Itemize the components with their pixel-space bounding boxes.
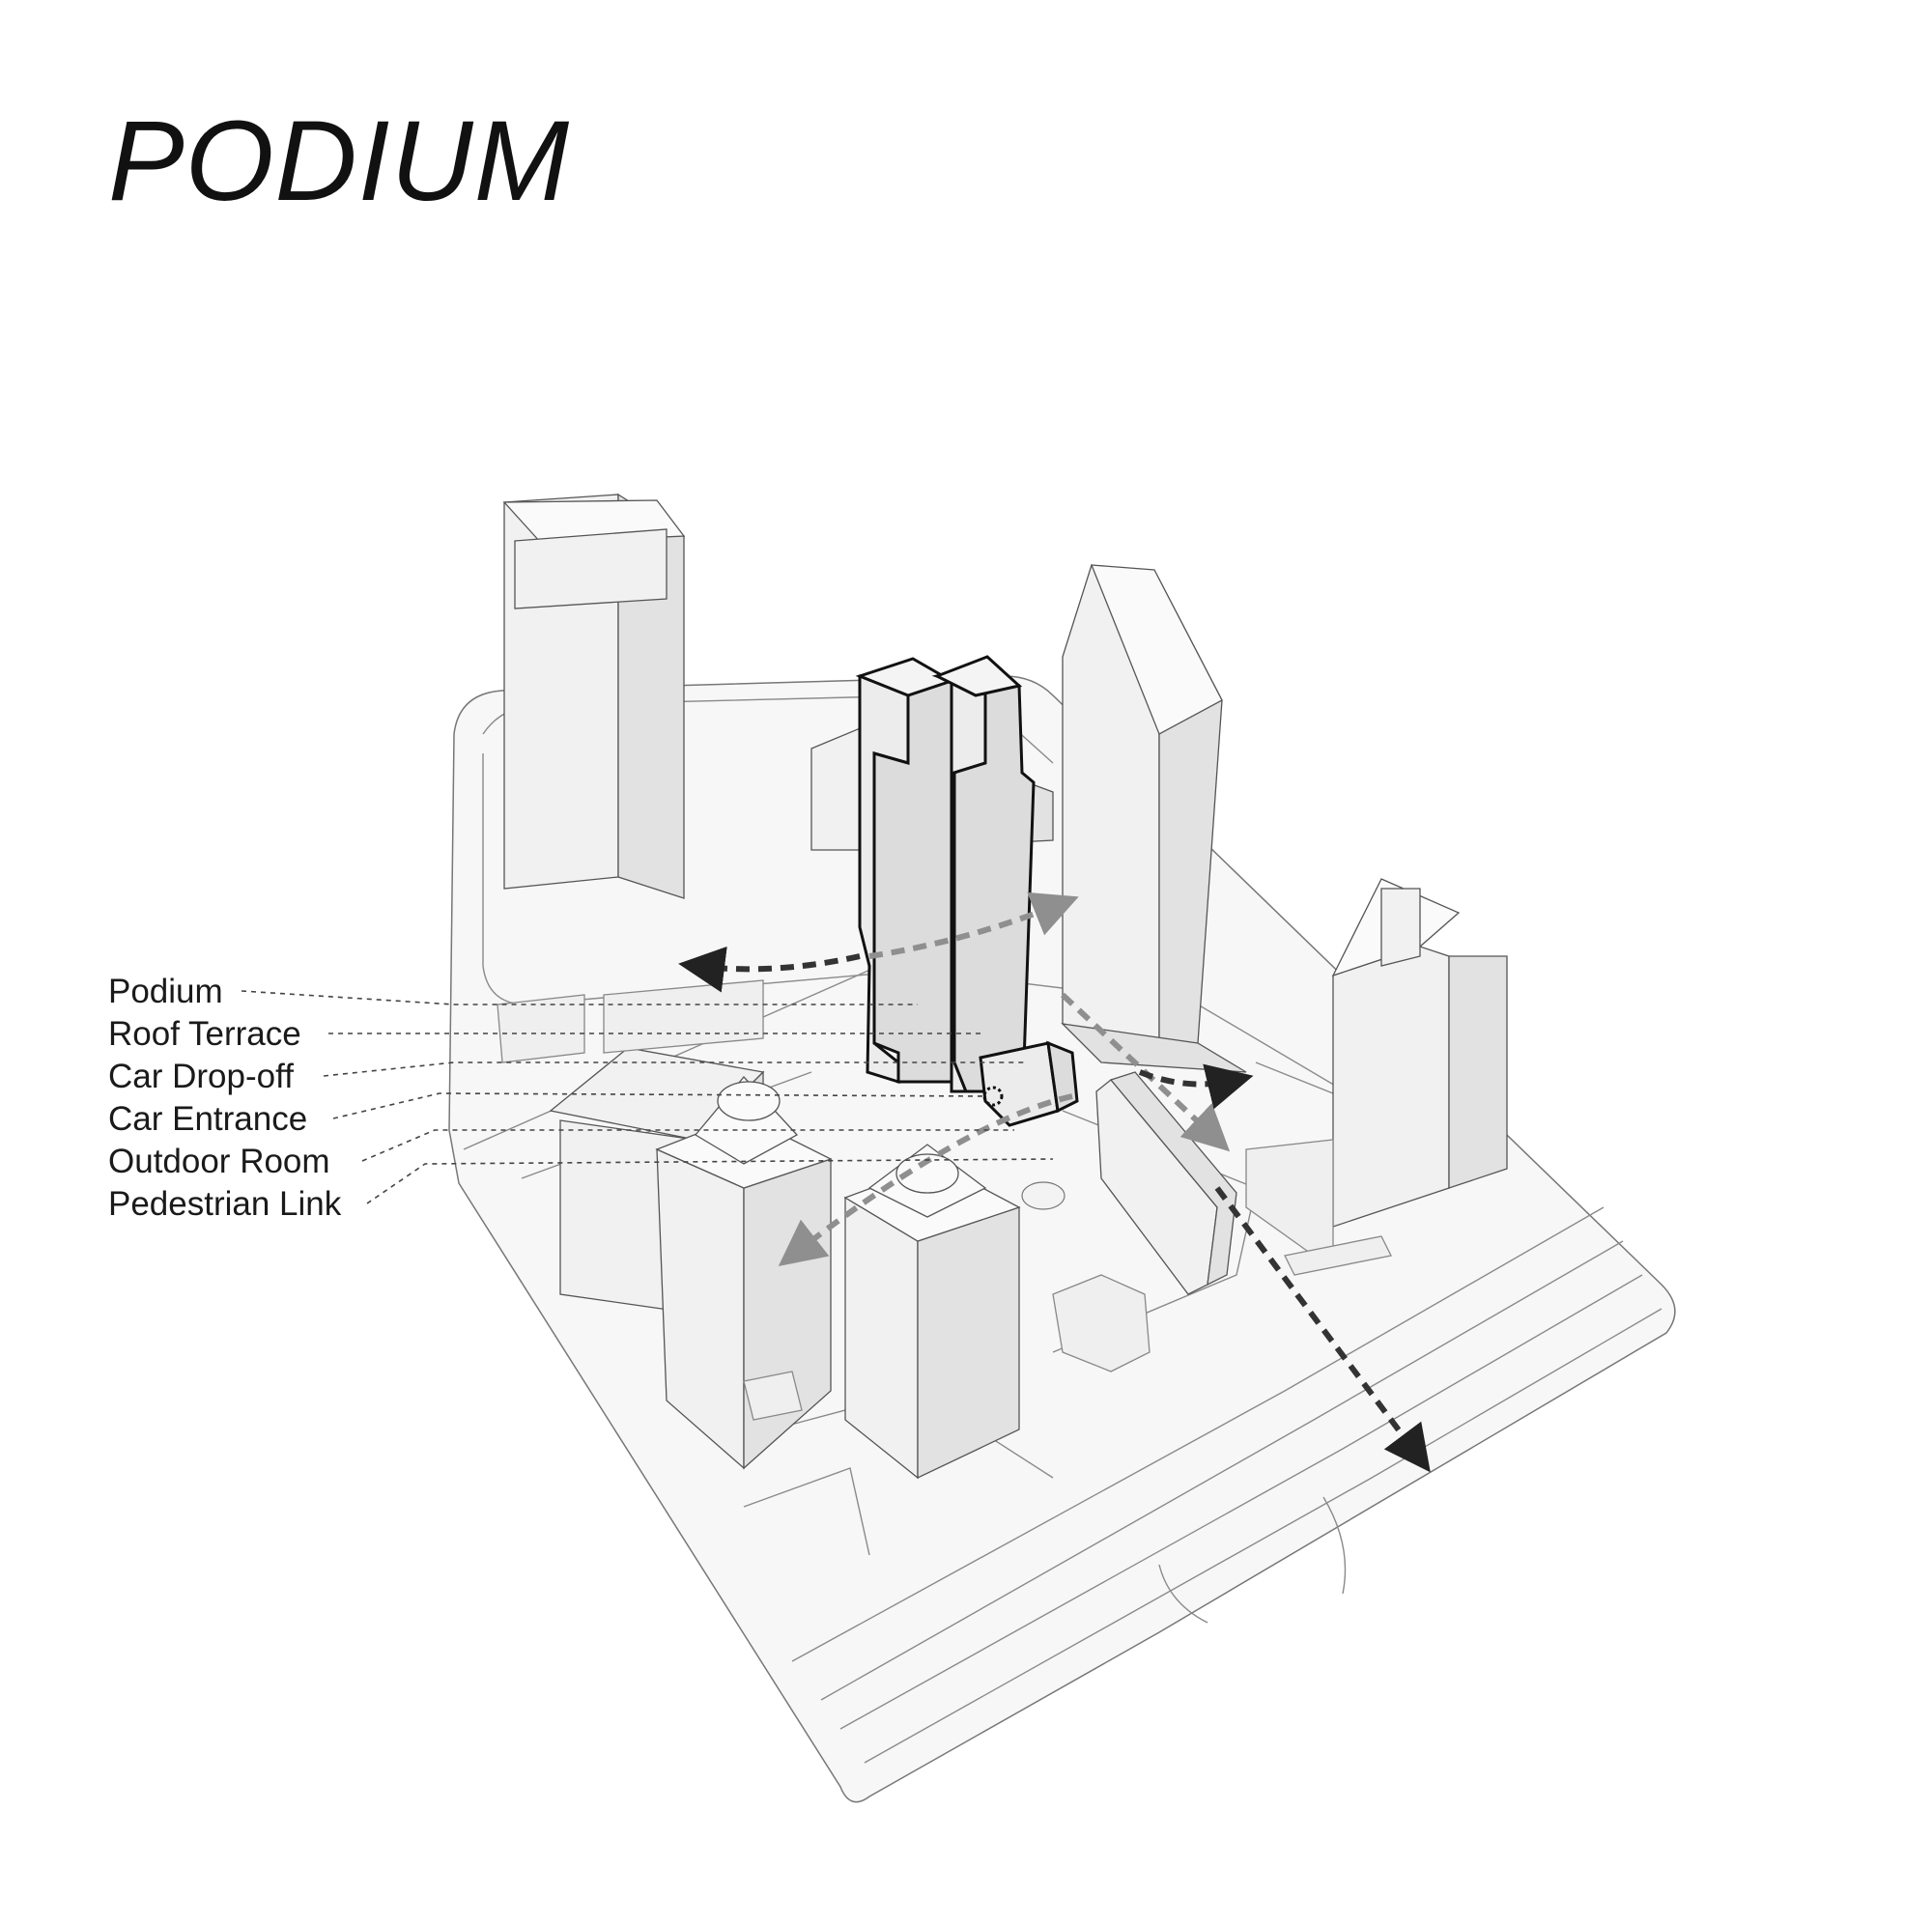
context-tower-northwest	[502, 493, 686, 899]
circulation-arrows	[678, 891, 1431, 1473]
context-tower-northeast	[1061, 564, 1247, 1073]
diagram-title: PODIUM	[108, 98, 570, 225]
svg-text:Car Entrance: Car Entrance	[108, 1100, 307, 1138]
subject-twin-towers	[855, 655, 1079, 1127]
site-ground	[448, 675, 1676, 1803]
legend-item-car-entrance: Car Entrance	[108, 1092, 986, 1138]
car-entrance-marker	[982, 1086, 1004, 1107]
context-stepped-tower-2	[843, 1144, 1021, 1480]
legend-item-car-drop-off: Car Drop-off	[108, 1058, 1024, 1095]
svg-text:Pedestrian Link: Pedestrian Link	[108, 1185, 342, 1223]
legend-item-podium: Podium	[108, 973, 918, 1010]
context-low-east	[1245, 1139, 1392, 1276]
legend-item-pedestrian-link: Pedestrian Link	[108, 1158, 1054, 1223]
svg-text:Podium: Podium	[108, 973, 223, 1010]
svg-text:Outdoor Room: Outdoor Room	[108, 1143, 330, 1180]
svg-text:Car Drop-off: Car Drop-off	[108, 1058, 294, 1095]
legend-item-roof-terrace: Roof Terrace	[108, 1015, 980, 1053]
context-small-blocks	[497, 979, 1151, 1421]
context-bar-building	[1095, 1071, 1237, 1295]
legend-item-outdoor-room: Outdoor Room	[108, 1129, 1014, 1180]
context-tower-east	[1331, 878, 1508, 1228]
legend: Podium Roof Terrace Car Drop-off Car Ent…	[108, 973, 1054, 1223]
svg-text:Roof Terrace: Roof Terrace	[108, 1015, 301, 1053]
